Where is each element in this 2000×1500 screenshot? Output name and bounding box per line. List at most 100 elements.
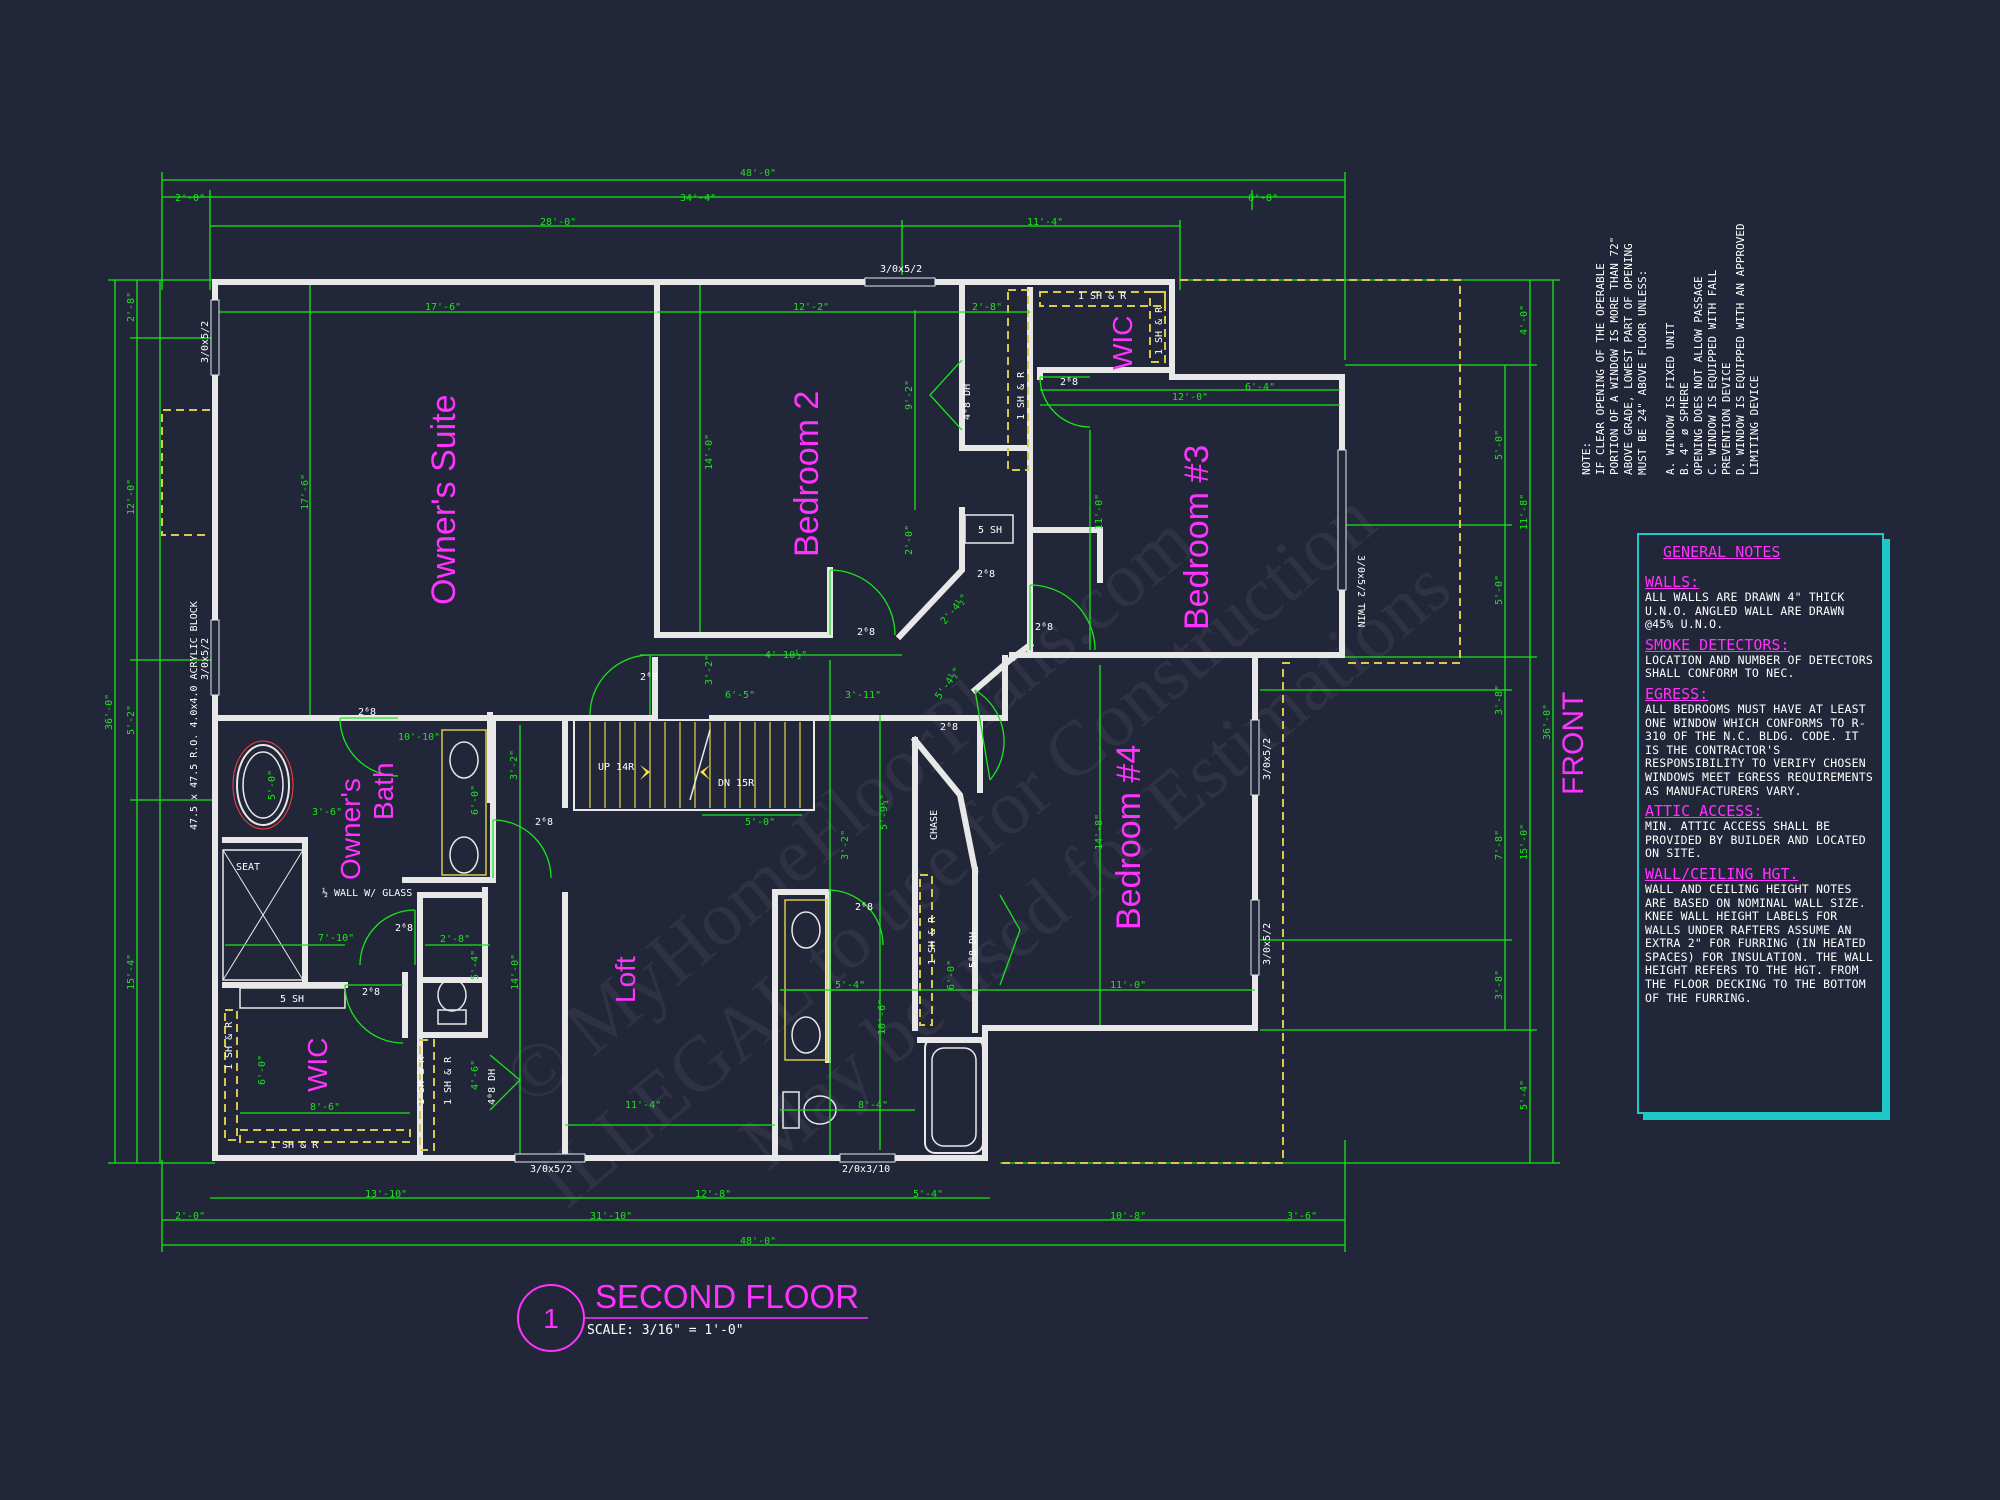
dim-wic-width: 8'-6" xyxy=(310,1102,340,1113)
room-wic-1: WIC xyxy=(1107,316,1138,370)
dim-bed3-height: 11'-0" xyxy=(1094,494,1105,530)
door-label-5: 2⁶8 xyxy=(640,672,658,683)
notes-smoke-heading: SMOKE DETECTORS: xyxy=(1645,635,1790,654)
dim-bot-31-10: 31'-10" xyxy=(590,1211,632,1222)
door-dh-1: 4⁰8 DH xyxy=(962,384,973,420)
shelf-label-4: 1 SH & R xyxy=(1154,306,1165,355)
room-bedroom-2: Bedroom 2 xyxy=(788,391,826,557)
shelf-label-2: 1 SH & R xyxy=(270,1140,319,1151)
window-bed4-1: 3/0x5/2 xyxy=(1262,738,1273,780)
dim-top-11-4: 11'-4" xyxy=(1027,217,1063,228)
dim-bot-13-10: 13'-10" xyxy=(365,1189,407,1200)
window-labels: 3/0x5/2 3/0x5/2 TWIN 3/0x5/2 3/0x5/2 3/0… xyxy=(210,264,1366,1175)
dim-right-3-8b: 3'-8" xyxy=(1494,970,1505,1000)
window-bed4-2: 3/0x5/2 xyxy=(1262,923,1273,965)
drawing-number: 1 xyxy=(543,1303,559,1334)
dim-bath-tub: 5'-0" xyxy=(267,770,278,800)
dim-top-28-0: 28'-0" xyxy=(540,217,576,228)
dim-top-2-0: 2'-0" xyxy=(175,193,205,204)
stair-up-label: UP 14R xyxy=(598,762,635,773)
dim-right-3-8a: 3'-8" xyxy=(1494,685,1505,715)
left-dimensions: 36'-0" 2'-8" 12'-0" 5'-2" 15'-4" 3/0x5/2… xyxy=(104,279,215,1164)
top-dimensions: 48'-0" 2'-0" 34'-4" 6'-8" 28'-0" 11'-4" xyxy=(161,168,1346,360)
room-wic-2: WIC xyxy=(302,1038,333,1092)
dim-stair-width: 5'-0" xyxy=(745,817,775,828)
seat-label: SEAT xyxy=(236,862,260,873)
dim-v5: 6'-0" xyxy=(470,785,481,815)
door-dh-3: 4⁰8 DH xyxy=(487,1069,498,1105)
room-owners-suite: Owner's Suite xyxy=(425,394,463,605)
side-note-line-9: C. WINDOW IS EQUIPPED WITH FALL xyxy=(1706,269,1719,475)
roof-overhang-outline xyxy=(161,279,1461,1164)
dim-v4: 3'-2" xyxy=(840,830,851,860)
window-top: 3/0x5/2 xyxy=(880,264,922,275)
notes-attic-heading: ATTIC ACCESS: xyxy=(1645,802,1763,821)
dim-left-2-8: 2'-8" xyxy=(126,292,137,322)
dim-bot-5-4: 5'-4" xyxy=(913,1189,943,1200)
dim-hall-3-11: 3'-11" xyxy=(845,690,881,701)
room-loft: Loft xyxy=(610,956,641,1003)
dim-top-34-4: 34'-4" xyxy=(680,193,716,204)
dim-closet-width: 2'-8" xyxy=(972,302,1002,313)
door-label-2: 2⁶8 xyxy=(535,817,553,828)
door-label-11: 2⁶8 xyxy=(855,902,873,913)
window-left-2: 3/0x5/2 xyxy=(200,638,211,680)
dim-v8: 2'-0" xyxy=(904,525,915,555)
dim-v11: 2'-4½" xyxy=(938,592,970,627)
door-label-4: 2⁶8 xyxy=(362,987,380,998)
side-note-line-2: PORTION OF A WINDOW IS MORE THAN 72" xyxy=(1608,237,1621,475)
room-owners-bath-1: Owner's xyxy=(335,778,366,880)
shelf-label-5sh-2: 5 SH xyxy=(280,994,304,1005)
dim-wc-width: 2'-8" xyxy=(440,934,470,945)
room-owners-bath-2: Bath xyxy=(368,762,399,820)
side-note-line-7: B. 4" ø SPHERE xyxy=(1678,382,1691,475)
window-loft: 3/0x5/2 xyxy=(530,1164,572,1175)
dim-v9: 9'-2" xyxy=(904,380,915,410)
notes-wall-hgt-text: WALL AND CEILING HEIGHT NOTES ARE BASED … xyxy=(1645,881,1873,1005)
dim-wc-height: 5'-4" xyxy=(470,950,481,980)
watermark-line-1: ILLEGAL to use for Construction xyxy=(521,474,1391,1224)
dim-left-5-2: 5'-2" xyxy=(126,705,137,735)
dim-owners-width: 17'-6" xyxy=(425,302,461,313)
dim-right-5-4: 5'-4" xyxy=(1519,1080,1530,1110)
dim-top-6-8: 6'-8" xyxy=(1248,193,1278,204)
door-label-10: 2⁶8 xyxy=(940,722,958,733)
notes-attic-text: MIN. ATTIC ACCESS SHALL BE PROVIDED BY B… xyxy=(1645,819,1866,861)
dim-loft-width: 11'-4" xyxy=(625,1100,661,1111)
door-label-9: 2⁶8 xyxy=(1060,377,1078,388)
front-label: FRONT xyxy=(1557,692,1590,795)
shelf-label-7: 1 SH & R xyxy=(443,1056,454,1105)
shelf-label-6: 1 SH & R xyxy=(416,1056,427,1105)
dim-right-7-8: 7'-8" xyxy=(1494,830,1505,860)
dim-left-15-4: 15'-4" xyxy=(126,954,137,990)
general-notes-title: GENERAL NOTES xyxy=(1663,543,1781,561)
room-bedroom-4: Bedroom #4 xyxy=(1110,745,1148,930)
notes-egress-text: ALL BEDROOMS MUST HAVE AT LEAST ONE WIND… xyxy=(1645,701,1873,798)
dim-bath-tub2: 3'-6" xyxy=(312,807,342,818)
dim-shower-width: 7'-10" xyxy=(318,933,354,944)
chase-label: CHASE xyxy=(929,810,940,840)
shelf-label-1: 1 SH & R xyxy=(1078,291,1127,302)
dim-v3: 3'-2" xyxy=(509,750,520,780)
bottom-dimensions: 13'-10" 12'-8" 5'-4" 2'-0" 31'-10" 10'-8… xyxy=(161,1140,1346,1252)
interior-dimensions: 17'-6" 17'-6" 12'-2" 14'-0" 2'-8" 12'-0"… xyxy=(215,285,1340,1155)
door-label-7: 2⁶8 xyxy=(977,569,995,580)
dim-v7: 4'-6" xyxy=(470,1060,481,1090)
dim-right-15-0: 15'-0" xyxy=(1519,824,1530,860)
drawing-scale: SCALE: 3/16" = 1'-0" xyxy=(587,1323,744,1338)
door-label-1: 2⁶8 xyxy=(358,707,376,718)
dim-bot-12-8: 12'-8" xyxy=(695,1189,731,1200)
dim-wic-height: 6'-0" xyxy=(257,1055,268,1085)
room-bedroom-3: Bedroom #3 xyxy=(1178,445,1216,630)
dim-bed4-height: 14'-8" xyxy=(1094,814,1105,850)
dim-owners-height: 17'-6" xyxy=(300,474,311,510)
dim-bed2-height: 14'-0" xyxy=(704,434,715,470)
door-label-6: 2⁶8 xyxy=(857,627,875,638)
tub-spec-label: 47.5 x 47.5 R.O. 4.0x4.0 ACRYLIC BLOCK xyxy=(189,601,200,830)
window-bath: 2/0x3/10 xyxy=(842,1164,890,1175)
dim-hall-6-5: 6'-5" xyxy=(725,690,755,701)
dim-left-overall: 36'-0" xyxy=(104,694,115,730)
dim-right-11-8: 11'-8" xyxy=(1519,494,1530,530)
right-dimensions: 36'-0" 4'-0" 11'-8" 15'-0" 5'-4" 5'-0" 5… xyxy=(1000,279,1560,1164)
drawing-title-block: 1 SECOND FLOOR SCALE: 3/16" = 1'-0" xyxy=(517,1278,868,1352)
